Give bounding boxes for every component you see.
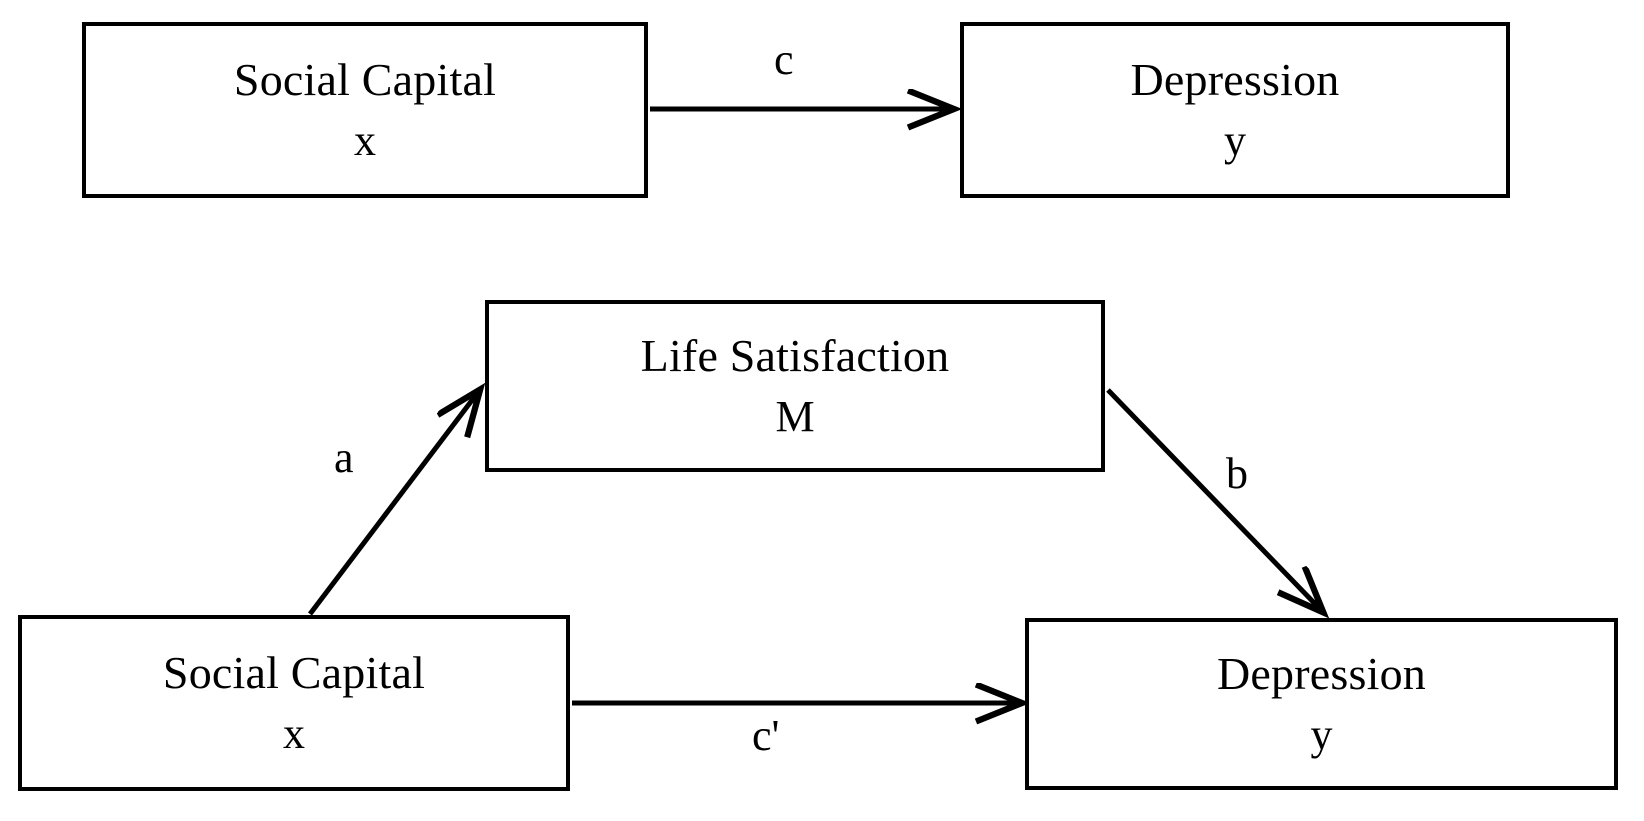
node-symbol: x (283, 709, 305, 759)
node-symbol: x (354, 116, 376, 166)
node-title: Social Capital (233, 54, 497, 106)
path-label-b: b (1226, 449, 1248, 498)
node-symbol: M (775, 392, 815, 442)
node-box-depression-top[interactable]: Depression y (960, 22, 1510, 198)
node-box-social-capital-bottom[interactable]: Social Capital x (18, 615, 570, 791)
node-box-social-capital-top[interactable]: Social Capital x (82, 22, 648, 198)
node-symbol: y (1224, 116, 1246, 166)
arrow-path-a (308, 391, 479, 616)
node-box-depression-bottom[interactable]: Depression y (1025, 618, 1618, 790)
arrow-path-b (1106, 388, 1322, 611)
node-title: Depression (1130, 54, 1340, 106)
path-label-a: a (334, 433, 354, 482)
node-box-life-satisfaction[interactable]: Life Satisfaction M (485, 300, 1105, 472)
node-symbol: y (1310, 710, 1333, 760)
node-title: Social Capital (162, 647, 426, 699)
node-title: Depression (1217, 648, 1426, 700)
path-label-c-prime: c' (752, 711, 780, 760)
node-title: Life Satisfaction (640, 330, 950, 382)
path-label-c: c (774, 35, 794, 84)
